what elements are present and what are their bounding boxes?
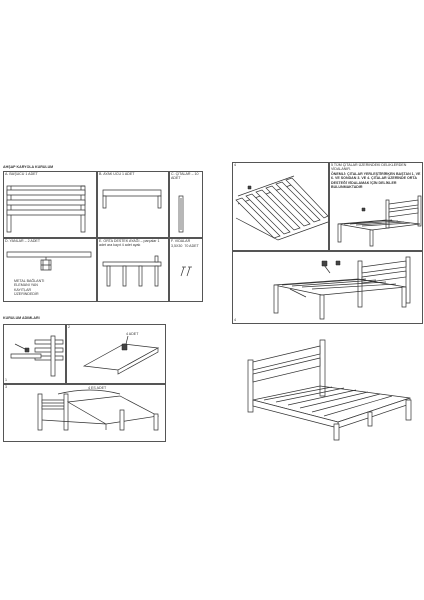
part-f-label: F. VİDALAR <box>171 239 191 243</box>
step-4-note-title: 5 TÜM ÇITALAR ÜZERİNDEKİ DELİKLERDEN VİD… <box>331 163 408 172</box>
screw-icon <box>178 264 194 278</box>
part-b-label: B. AYAK UCU 1 ADET <box>99 172 135 176</box>
step-2-note: 4 ADET <box>126 332 139 336</box>
part-a-label: A. BAŞUCU 1 ADET <box>5 172 38 176</box>
step-1-number: 1 <box>5 378 7 382</box>
side-rail-drawing <box>5 248 95 276</box>
part-d-note: METAL BAĞLANTI ELEMANI YAN KAYITLAR ÜZER… <box>14 279 46 297</box>
part-e-box <box>97 238 169 302</box>
step-2-number: 2 <box>68 325 70 329</box>
center-support-drawing <box>99 254 167 300</box>
step-4-number: 4 <box>234 318 236 322</box>
step-4-top-box <box>232 162 329 251</box>
step-4-note-body: ÖNEMLİ: ÇITALAR YERLEŞTİRİRKEN BAŞTAN 1,… <box>331 172 422 190</box>
step-4-note-box <box>329 162 423 251</box>
step-3-note: 4 ES ADET <box>88 386 107 390</box>
step-1-drawing <box>5 328 65 380</box>
assembly-section-title: KURULUM ADIMLARI <box>3 316 40 320</box>
bed-frame-small-drawing <box>334 196 422 248</box>
step-4-top-number: 4 <box>234 163 236 167</box>
step-2-box <box>66 324 166 384</box>
parts-section-title: AHŞAP KARYOLA KURULUM <box>3 165 54 169</box>
part-f-spec: 3,5X30 70 ADET <box>171 244 199 248</box>
slats-closeup-drawing <box>234 168 328 248</box>
step-3-number: 3 <box>5 385 7 389</box>
part-f-box <box>169 238 203 302</box>
part-d-box <box>3 238 97 302</box>
part-c-label: C. ÇITALAR – 10 ADET <box>171 172 200 181</box>
step-4-main-box <box>232 251 423 324</box>
step-3-drawing <box>10 390 164 440</box>
step-1-box <box>3 324 66 384</box>
step-2-drawing <box>70 330 164 382</box>
step-3-box <box>3 384 166 442</box>
headboard-drawing <box>5 180 95 236</box>
part-a-box <box>3 171 97 238</box>
part-b-box <box>97 171 169 238</box>
part-c-box <box>169 171 203 238</box>
assembled-bed-drawing <box>242 340 422 442</box>
part-d-label: D. YANLAR – 2 ADET <box>5 239 41 243</box>
step-4-main-drawing <box>236 253 422 323</box>
slat-drawing <box>176 194 188 236</box>
footboard-drawing <box>99 182 167 222</box>
part-e-label: E. ORTA DESTEK AYAĞI – parçalar 1 adet a… <box>99 239 161 248</box>
